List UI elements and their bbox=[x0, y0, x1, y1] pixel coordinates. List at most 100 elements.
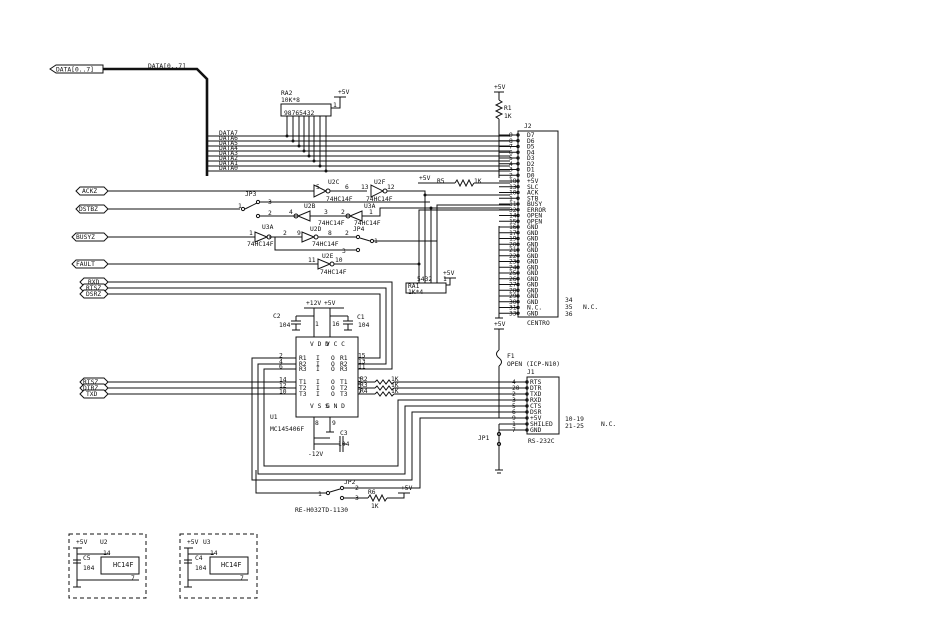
decoupling-u2-body bbox=[100, 556, 140, 575]
centro-pin-number: 10 bbox=[509, 190, 517, 197]
centro-pin-dot bbox=[516, 277, 520, 281]
u1-right-signal: R3 bbox=[340, 366, 348, 373]
cap-c2-value: 104 bbox=[279, 322, 291, 329]
ack-path: U2C 5 6 74HC14F U2F 13 12 74HC14F bbox=[108, 179, 510, 203]
u1-routing bbox=[251, 357, 510, 481]
cap-c1: C1 104 bbox=[330, 314, 370, 331]
centro-signal: GND bbox=[527, 276, 539, 283]
gate-u2e-part: 74HC14F bbox=[320, 269, 347, 276]
centro-pin-number: 6 bbox=[509, 149, 513, 156]
u1-left-pin: 14 bbox=[279, 377, 287, 384]
jp2-jumper: JP2 1 2 3 RE-H032TD-1130 bbox=[255, 417, 510, 514]
rs232-signal: CTS bbox=[530, 403, 542, 410]
centro-pin-number: 30 bbox=[509, 299, 517, 306]
data-net-label: DATA4 bbox=[219, 145, 238, 152]
centro-signal: N.C. bbox=[527, 305, 542, 312]
r5-supply: +5V bbox=[419, 175, 431, 182]
centro-signal: STB bbox=[527, 195, 539, 202]
data-net-label: DATA0 bbox=[219, 165, 238, 172]
centro-pin-dot bbox=[516, 156, 520, 160]
rs232-pin-dot bbox=[525, 416, 529, 420]
ra1-body bbox=[405, 282, 447, 294]
gate-u2b-part: 74HC14F bbox=[318, 220, 345, 227]
gate-u2f-in: 13 bbox=[361, 184, 369, 191]
rs232-nc-label: N.C. bbox=[601, 421, 616, 428]
centro-ref: J2 bbox=[524, 123, 532, 130]
r6-ref: R6 bbox=[368, 489, 376, 496]
gate-u3a-left bbox=[254, 231, 269, 243]
u1-left-pin: 4 bbox=[279, 359, 283, 366]
centro-signal: D5 bbox=[527, 144, 535, 151]
centro-signal: OPEN bbox=[527, 218, 542, 225]
gate-u2e-ref: U2E bbox=[322, 253, 334, 260]
centro-pin-number: 28 bbox=[509, 287, 517, 294]
port-dsrz-label: DSRZ bbox=[86, 291, 101, 298]
rs232-ref: J1 bbox=[527, 369, 535, 376]
centro-signal: GND bbox=[527, 224, 539, 231]
u1-right-pin: 11 bbox=[358, 364, 366, 371]
u1-vcc2: +5V bbox=[324, 300, 336, 307]
input-ports: ACKZ DSTBZ BUSYZ FAULT RXD RTSZ DSRZ RT bbox=[71, 186, 109, 399]
cap-c1-ref: C1 bbox=[357, 314, 365, 321]
centro-pin-dot bbox=[516, 208, 520, 212]
u1-right-signal: R2 bbox=[340, 361, 348, 368]
u1-io-i: I bbox=[316, 379, 320, 386]
decoupling-u3-pin7: 7 bbox=[240, 575, 244, 582]
gate-u3a-left-out: 2 bbox=[283, 230, 287, 237]
fuse-value: OPEN (ICP-N10) bbox=[507, 361, 560, 368]
jp4-pin2: 2 bbox=[345, 230, 349, 237]
u1-right-signal: R1 bbox=[340, 355, 348, 362]
port-rxd-label: RXD bbox=[88, 279, 100, 286]
rs232-pin-number: 6 bbox=[512, 409, 516, 416]
u1-right-pin: 5 bbox=[358, 383, 362, 390]
u1-gnd-label: G N D bbox=[326, 403, 345, 410]
rs232-pin-dot bbox=[525, 404, 529, 408]
u1-left-signal: T2 bbox=[299, 385, 307, 392]
decoupling-u3-value: 104 bbox=[195, 565, 207, 572]
rs232-signal: SHILED bbox=[530, 421, 553, 428]
centro-signal: D3 bbox=[527, 155, 535, 162]
r1-body bbox=[494, 99, 504, 120]
gate-u2b bbox=[296, 210, 311, 222]
cap-c3-ref: C3 bbox=[340, 430, 348, 437]
u1-left-pin: 12 bbox=[279, 383, 287, 390]
centro-pin-number: 17 bbox=[509, 230, 517, 237]
centro-nc-pin-36: 36 bbox=[565, 311, 573, 318]
centro-pin-number: 24 bbox=[509, 264, 517, 271]
fuse-ref: F1 bbox=[507, 353, 515, 360]
centro-pin-number: 19 bbox=[509, 236, 517, 243]
series-resistor-value: 1K bbox=[391, 382, 399, 389]
centro-pin-dot bbox=[516, 139, 520, 143]
u1-pin16: 16 bbox=[332, 321, 340, 328]
series-resistor-body bbox=[374, 391, 395, 397]
centro-pin-dot bbox=[516, 294, 520, 298]
centro-pin-number: 26 bbox=[509, 276, 517, 283]
decoupling-u2-frame bbox=[68, 533, 147, 599]
u1-right-pin: 7 bbox=[358, 389, 362, 396]
u1-io-o: O bbox=[331, 391, 335, 398]
ra1-supply: +5V bbox=[443, 270, 455, 277]
ra1-pin1: 1 bbox=[443, 276, 447, 283]
centro-pin-dot bbox=[516, 265, 520, 269]
gate-u3a-left-ref: U3A bbox=[262, 224, 274, 231]
rs232-pin-number: 1 bbox=[512, 421, 516, 428]
jp4-ref: JP4 bbox=[353, 226, 365, 233]
u1-io-o: O bbox=[331, 385, 335, 392]
gate-u3a-top-part: 74HC14F bbox=[354, 220, 381, 227]
centro-nc-pin-34: 34 bbox=[565, 297, 573, 304]
u1-right-pin: 13 bbox=[358, 359, 366, 366]
rs232-nc-pins-2: 21-25 bbox=[565, 423, 584, 430]
centro-pin-number: 29 bbox=[509, 293, 517, 300]
port-rtsz-label: RTSZ bbox=[86, 285, 101, 292]
busy-path: U3A 1 2 74HC14F U2D 9 8 74HC14F JP4 2 1 … bbox=[108, 204, 510, 255]
fuse-f1: +5V F1 OPEN (ICP-N10) bbox=[494, 321, 560, 418]
ra1-value: 1K*4 bbox=[408, 289, 423, 296]
rs232-pin-number: 20 bbox=[512, 385, 520, 392]
gate-u2d-out: 8 bbox=[328, 230, 332, 237]
centro-pin-number: 15 bbox=[509, 218, 517, 225]
decoupling-u3-body bbox=[209, 556, 249, 575]
centro-pin-number: 33 bbox=[509, 310, 517, 317]
rs232-body bbox=[526, 376, 560, 435]
